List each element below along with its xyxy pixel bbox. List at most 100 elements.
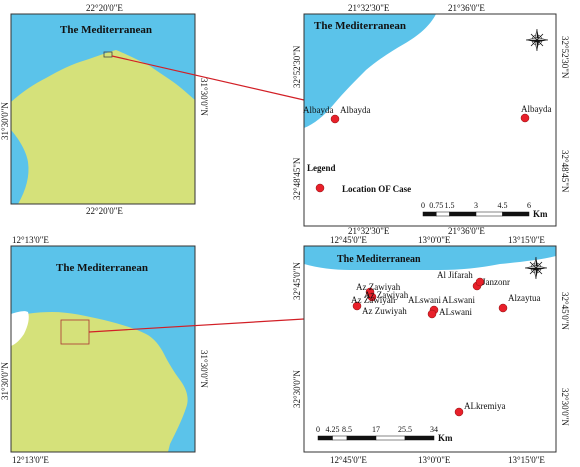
top-overview-left-coord: 31°30'0"N [0,102,10,140]
site-label: Al Jifarah [437,270,473,280]
bottom-detail-map: The Mediterranean 12°45'0"E 13°0'0"E 13°… [292,235,570,465]
top-detail-map: The Mediterranean 21°32'30"E 21°36'0"E 2… [292,3,570,236]
top-detail-site-3: Albayda [520,104,552,123]
top-detail-right-coord-1: 32°52'30"N [560,36,570,79]
bottom-overview-map: The Mediterranean 12°13'0"E 12°13'0"E 31… [0,235,209,465]
site-label: Janzonr [482,277,510,287]
legend-item-label: Location OF Case [342,184,411,194]
compass-diagonal [536,39,544,47]
compass-diagonal [529,267,537,275]
bottom-detail-site-3: Az Zawiyah [351,295,396,311]
scale-segment [475,211,503,217]
top-overview-gulf [11,130,29,204]
bottom-detail-site-11: ALkremiya [454,401,505,417]
bottom-detail-sea [304,246,556,270]
compass-diagonal [535,267,543,275]
compass-diagonal [530,39,538,47]
site-marker [427,309,437,319]
site-marker [520,113,530,123]
compass-point [536,257,539,268]
scale-tick-label: 1.5 [445,201,455,210]
site-marker [330,114,340,124]
site-label: Az Zawiyah [351,295,396,305]
site-marker [498,303,508,313]
site-label: Albayda [303,105,334,115]
scale-segment [332,435,348,441]
bottom-detail-site-7: ALswani [427,307,472,319]
scale-unit-label: Km [533,209,548,219]
bottom-overview-bottom-coord: 12°13'0"E [12,455,49,465]
bottom-detail-frame [303,245,557,453]
site-marker [475,277,485,287]
site-label: Alzaytua [508,293,540,303]
top-leader-line [111,55,305,101]
scale-segment [436,211,450,217]
top-overview-sea-label: The Mediterranean [60,24,152,36]
scale-segment [346,435,377,441]
compass-point [525,37,538,41]
compass-point [537,29,540,40]
compass-point [536,268,539,279]
scale-segment [375,435,406,441]
legend-site-marker [315,183,325,193]
top-detail-frame [303,13,557,227]
top-overview-land [11,50,195,204]
bottom-detail-top-coord-3: 13°15'0"E [508,235,545,245]
scale-tick-label: 8.5 [342,425,352,434]
site-label: Az Zawiyah [356,282,401,292]
scale-tick-label: 0 [316,425,320,434]
top-detail-left-coord-2: 32°48'45"N [292,157,302,200]
scale-tick-label: 4.25 [326,425,340,434]
top-overview-right-coord: 31°30'0"N [199,78,209,116]
top-overview-top-coord: 22°20'0"E [86,3,123,13]
site-label: ALkremiya [464,401,505,411]
top-detail-sea-label: The Mediterranean [314,20,406,32]
top-detail-bottom-coord-2: 21°36'0"E [448,226,485,236]
compass-diagonal [530,33,538,41]
bottom-detail-site-2: Az Zawiyah [364,290,409,302]
bottom-detail-top-coord-1: 12°45'0"E [330,235,367,245]
top-compass-rose-icon [525,28,549,52]
bottom-detail-background [304,246,556,452]
site-marker [352,301,362,311]
bottom-overview-top-coord: 12°13'0"E [12,235,49,245]
site-marker [454,407,464,417]
bottom-leader-line [88,318,305,333]
scale-segment [404,435,435,441]
top-detail-right-coord-2: 32°48'45"N [560,150,570,193]
bottom-detail-right-coord-1: 32°45'0"N [560,292,570,330]
scale-tick-label: 17 [372,425,380,434]
bottom-overview-frame [10,245,196,453]
scale-tick-label: 4.5 [498,201,508,210]
site-marker [367,292,377,302]
site-label: ALswani [439,307,472,317]
bottom-overview-left-coord: 31°30'0"N [0,362,10,400]
top-detail-site-2: Albayda [340,105,371,115]
bottom-detail-site-6: ALswani [442,295,475,305]
top-detail-sea [304,14,436,128]
bottom-detail-bottom-coord-3: 13°15'0"E [508,455,545,465]
site-label: Albayda [340,105,371,115]
top-detail-left-coord-1: 32°52'30"N [292,45,302,88]
site-label: ALswani [442,295,475,305]
bottom-overview-white-area [11,311,29,346]
compass-diagonal [536,33,544,41]
top-detail-bottom-coord-1: 21°32'30"E [348,226,390,236]
bottom-overview-right-coord: 31°30'0"N [199,350,209,388]
compass-diagonal [529,261,537,269]
bottom-detail-left-coord-1: 32°45'0"N [292,262,302,300]
compass-point [537,40,548,43]
bottom-detail-sea-label: The Mediterranean [337,254,421,265]
bottom-detail-site-4: Az Zuwiyah [362,306,407,316]
bottom-detail-site-9: Janzonr [475,277,510,287]
scale-unit-label: Km [438,433,453,443]
bottom-detail-left-coord-2: 32°30'0"N [292,370,302,408]
scale-tick-label: 3 [474,201,478,210]
top-overview-inset-box [103,51,113,58]
scale-tick-label: 0 [421,201,425,210]
bottom-overview-land [11,312,188,452]
bottom-overview-sea-label: The Mediterranean [56,262,148,274]
